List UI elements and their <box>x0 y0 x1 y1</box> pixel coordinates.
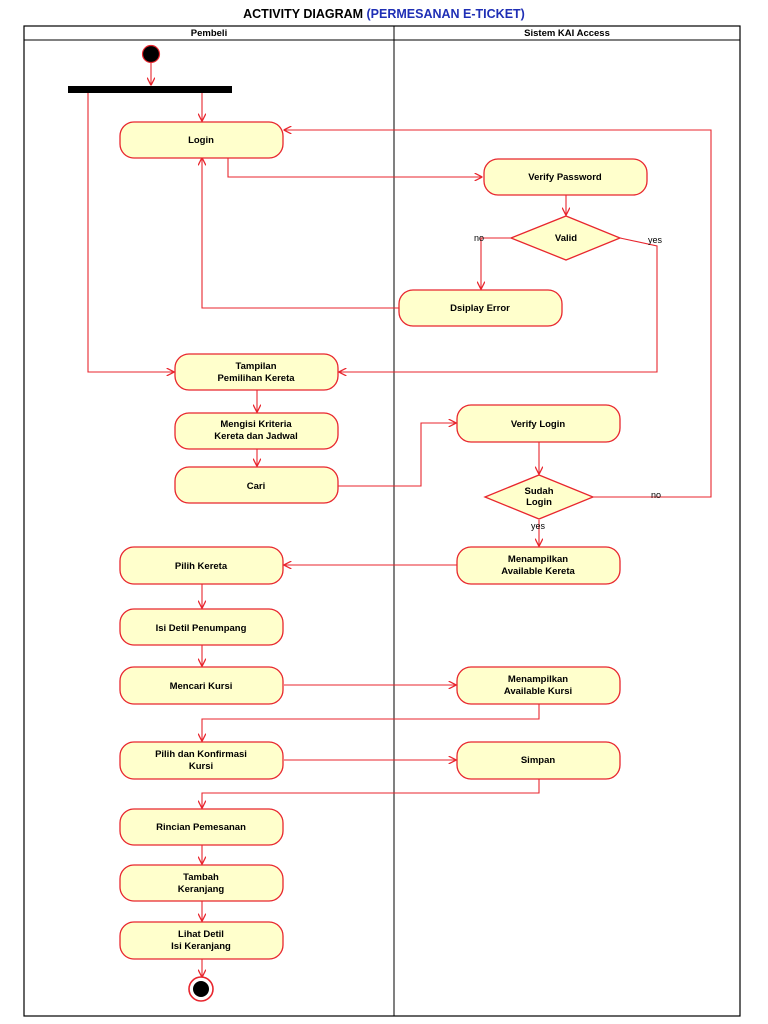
activity-verify-password: Verify Password <box>483 158 648 196</box>
activity-verify-login: Verify Login <box>456 404 621 443</box>
activity-mencari-kursi: Mencari Kursi <box>119 666 284 705</box>
activity-tambah-line1: Tambah <box>183 872 219 883</box>
control-flows <box>87 63 712 977</box>
fork-bar <box>68 86 232 93</box>
flow-valid-no <box>481 237 511 289</box>
lane-header-pembeli: Pembeli <box>191 28 227 39</box>
activity-tampilan-line1: Tampilan <box>236 361 277 372</box>
activity-mengisi-line1: Mengisi Kriteria <box>220 419 292 430</box>
flow-login-verify <box>227 158 482 177</box>
decision-valid: Valid <box>509 215 622 261</box>
activity-menampilkan-kereta-line2: Available Kereta <box>501 566 575 577</box>
activity-rincian-label: Rincian Pemesanan <box>156 822 246 833</box>
svg-text:Simpan: Simpan <box>521 755 556 766</box>
activity-verify-login-label: Verify Login <box>511 419 566 430</box>
decision-sudah-line1: Sudah <box>524 486 553 497</box>
activity-pilih-konfirmasi-line2: Kursi <box>189 761 213 772</box>
activity-display-error-label: Dsiplay Error <box>450 303 510 314</box>
activity-lihat-line1: Lihat Detil <box>178 929 224 940</box>
flow-error-login <box>202 158 399 309</box>
final-node <box>188 976 214 1002</box>
activity-login-label: Login <box>188 135 214 146</box>
activity-tampilan-line2: Pemilihan Kereta <box>217 373 295 384</box>
activity-simpan-label: Simpan <box>521 755 556 766</box>
activity-display-error: Dsiplay Error <box>398 289 563 327</box>
activity-tambah-line2: Keranjang <box>178 884 225 895</box>
activity-login: Login <box>119 121 284 159</box>
activity-menampilkan-kereta-line1: Menampilkan <box>508 554 568 565</box>
initial-node <box>141 44 161 64</box>
activity-rincian-pemesanan: Rincian Pemesanan <box>119 808 284 846</box>
guard-valid-yes: yes <box>648 235 663 245</box>
svg-text:Pilih Kereta: Pilih Kereta <box>175 561 228 572</box>
title-highlight: (PERMESANAN E-TICKET) <box>367 7 525 21</box>
activity-verify-password-label: Verify Password <box>528 172 602 183</box>
activity-cari: Cari <box>174 466 339 504</box>
svg-text:Verify Login: Verify Login <box>511 419 566 430</box>
flow-sudah-no <box>284 130 712 498</box>
flow-cari-verifylogin <box>338 423 456 487</box>
activity-menampilkan-kursi-line1: Menampilkan <box>508 674 568 685</box>
svg-text:Rincian Pemesanan: Rincian Pemesanan <box>156 822 246 833</box>
flow-valid-yes <box>339 237 658 372</box>
activity-isi-detil-label: Isi Detil Penumpang <box>156 623 247 634</box>
svg-text:Login: Login <box>188 135 214 146</box>
svg-text:Cari: Cari <box>247 481 265 492</box>
swimlane-frame <box>23 25 741 1017</box>
activity-menampilkan-kursi-line2: Available Kursi <box>504 686 572 697</box>
activity-pilih-kereta-label: Pilih Kereta <box>175 561 228 572</box>
diagram-title: ACTIVITY DIAGRAM (PERMESANAN E-TICKET) <box>243 7 525 21</box>
guard-login-no: no <box>651 490 661 500</box>
activity-pilih-konfirmasi-line1: Pilih dan Konfirmasi <box>155 749 247 760</box>
svg-text:Dsiplay Error: Dsiplay Error <box>450 303 510 314</box>
guard-valid-no: no <box>474 233 484 243</box>
activity-mengisi-line2: Kereta dan Jadwal <box>214 431 297 442</box>
svg-text:Mencari Kursi: Mencari Kursi <box>170 681 233 692</box>
activity-lihat-line2: Isi Keranjang <box>171 941 231 952</box>
title-prefix: ACTIVITY DIAGRAM <box>243 7 366 21</box>
activity-isi-detil-penumpang: Isi Detil Penumpang <box>119 608 284 646</box>
decision-sudah-line2: Login <box>526 497 552 508</box>
decision-valid-label: Valid <box>555 233 577 244</box>
lane-header-sistem: Sistem KAI Access <box>524 28 610 39</box>
activity-cari-label: Cari <box>247 481 265 492</box>
svg-text:Isi Detil Penumpang: Isi Detil Penumpang <box>156 623 247 634</box>
activity-pilih-kereta: Pilih Kereta <box>119 546 284 585</box>
activity-simpan: Simpan <box>456 741 621 780</box>
flow-simpan-rincian <box>202 779 540 808</box>
flow-fork-tampilan <box>87 93 174 372</box>
activity-mencari-kursi-label: Mencari Kursi <box>170 681 233 692</box>
flow-kursi-pilihkonfirmasi <box>202 704 540 741</box>
guard-login-yes: yes <box>531 521 546 531</box>
svg-text:Valid: Valid <box>555 233 577 244</box>
svg-text:Verify Password: Verify Password <box>528 172 602 183</box>
